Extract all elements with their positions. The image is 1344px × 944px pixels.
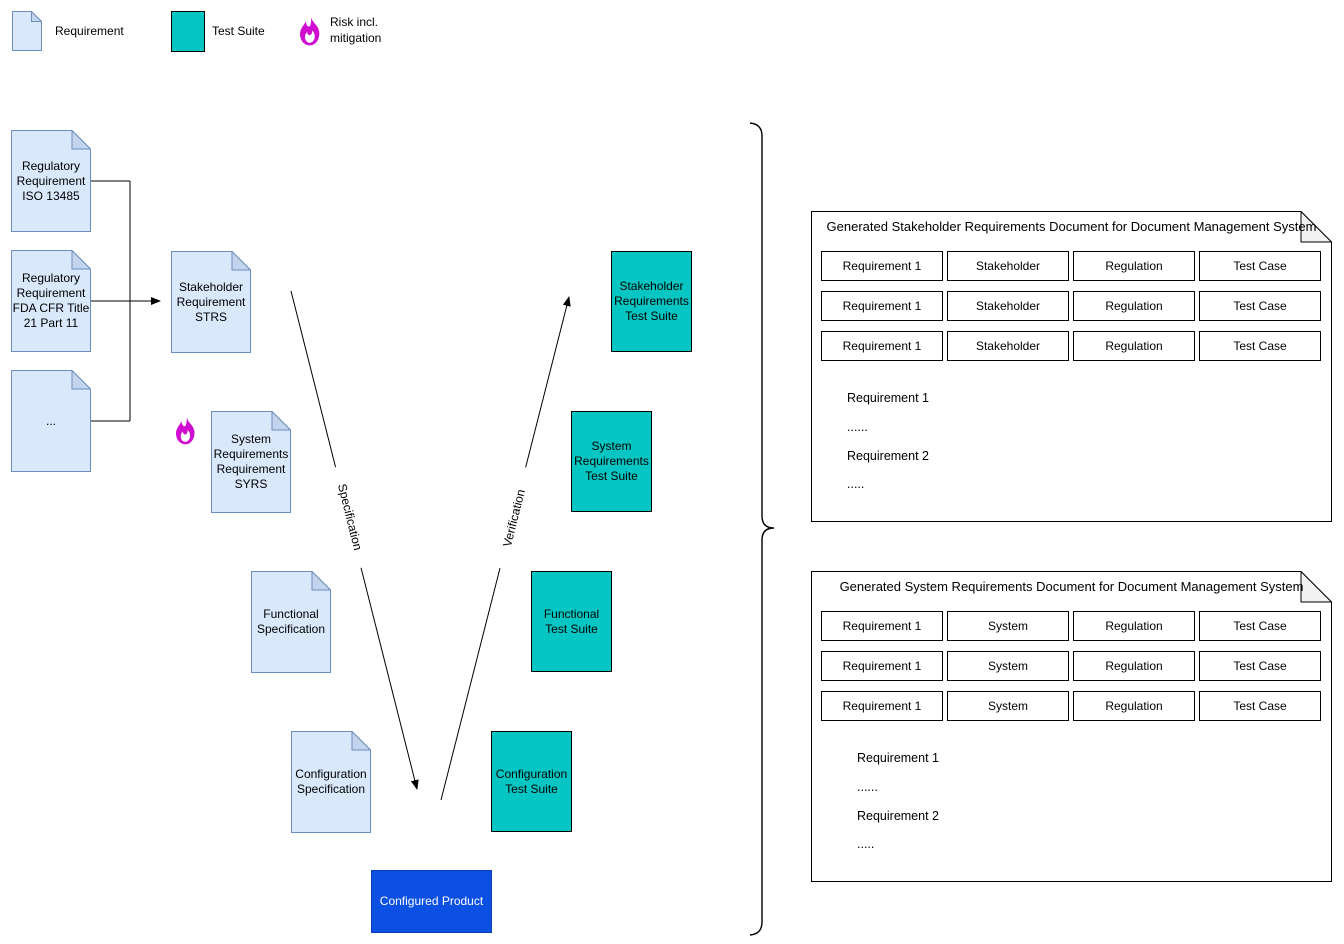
node-label: Regulatory Requirement ISO 13485	[16, 158, 86, 203]
node-regulatory-requirement-more[interactable]: ...	[11, 370, 91, 472]
legend-risk-label: Risk incl. mitigation	[330, 15, 382, 45]
panel-system-requirements-document[interactable]: Generated System Requirements Document f…	[811, 571, 1332, 882]
node-label: Configuration Test Suite	[495, 766, 568, 796]
legend-requirement-label: Requirement	[55, 24, 124, 39]
node-label: Functional Test Suite	[543, 606, 600, 636]
node-configuration-specification[interactable]: Configuration Specification	[291, 731, 371, 833]
table-cell[interactable]: System	[947, 611, 1069, 641]
node-regulatory-requirement-iso-13485[interactable]: Regulatory Requirement ISO 13485	[11, 130, 91, 232]
node-regulatory-requirement-fda[interactable]: Regulatory Requirement FDA CFR Title 21 …	[11, 250, 91, 352]
table-cell[interactable]: Test Case	[1199, 651, 1321, 681]
node-stakeholder-requirement-strs[interactable]: Stakeholder Requirement STRS	[171, 251, 251, 353]
body-line: Requirement 1	[847, 391, 929, 405]
table-cell[interactable]: Regulation	[1073, 651, 1195, 681]
node-label: System Requirements Requirement SYRS	[213, 432, 289, 491]
node-label: System Requirements Test Suite	[574, 439, 649, 483]
body-line: .....	[847, 477, 865, 491]
node-label: ...	[45, 413, 56, 428]
body-line: Requirement 2	[847, 449, 929, 463]
table-cell[interactable]: Regulation	[1073, 291, 1195, 321]
panel-stakeholder-requirements-document[interactable]: Generated Stakeholder Requirements Docum…	[811, 211, 1332, 522]
table-cell[interactable]: Requirement 1	[821, 251, 943, 281]
table-cell[interactable]: Requirement 1	[821, 691, 943, 721]
node-label: Configuration Specification	[295, 767, 367, 796]
node-stakeholder-requirements-test-suite[interactable]: Stakeholder Requirements Test Suite	[611, 251, 692, 352]
risk-flame-icon	[176, 417, 198, 445]
body-line: .....	[857, 837, 875, 851]
table-cell[interactable]: Test Case	[1199, 291, 1321, 321]
table-cell[interactable]: Stakeholder	[947, 331, 1069, 361]
table-cell[interactable]: Regulation	[1073, 251, 1195, 281]
legend-test-suite-icon	[171, 11, 205, 52]
table-cell[interactable]: System	[947, 691, 1069, 721]
curly-brace	[749, 122, 775, 936]
node-label: Stakeholder Requirement STRS	[176, 279, 246, 324]
table-cell[interactable]: Regulation	[1073, 331, 1195, 361]
table-cell[interactable]: Regulation	[1073, 611, 1195, 641]
table-cell[interactable]: Test Case	[1199, 331, 1321, 361]
node-system-requirements-test-suite[interactable]: System Requirements Test Suite	[571, 411, 652, 512]
legend-requirement-icon	[12, 11, 42, 51]
node-label: Functional Specification	[256, 607, 326, 636]
node-system-requirements-syrs[interactable]: System Requirements Requirement SYRS	[211, 411, 291, 513]
body-line: Requirement 2	[857, 809, 939, 823]
table-cell[interactable]: Regulation	[1073, 691, 1195, 721]
node-label: Regulatory Requirement FDA CFR Title 21 …	[12, 271, 90, 330]
node-functional-test-suite[interactable]: Functional Test Suite	[531, 571, 612, 672]
table-cell[interactable]: Stakeholder	[947, 291, 1069, 321]
body-line: ......	[847, 420, 868, 434]
table-cell[interactable]: Test Case	[1199, 691, 1321, 721]
table-cell[interactable]: Test Case	[1199, 611, 1321, 641]
body-line: ......	[857, 780, 878, 794]
table-cell[interactable]: Requirement 1	[821, 291, 943, 321]
legend-test-suite-label: Test Suite	[212, 24, 265, 39]
body-line: Requirement 1	[857, 751, 939, 765]
table-cell[interactable]: Stakeholder	[947, 251, 1069, 281]
node-configured-product[interactable]: Configured Product	[371, 870, 492, 933]
node-functional-specification[interactable]: Functional Specification	[251, 571, 331, 673]
table-cell[interactable]: Requirement 1	[821, 611, 943, 641]
legend-risk-flame-icon	[300, 17, 323, 46]
table-cell[interactable]: Requirement 1	[821, 651, 943, 681]
node-label: Stakeholder Requirements Test Suite	[614, 279, 689, 323]
node-label: Configured Product	[379, 894, 484, 908]
node-configuration-test-suite[interactable]: Configuration Test Suite	[491, 731, 572, 832]
table-cell[interactable]: Test Case	[1199, 251, 1321, 281]
table-cell[interactable]: Requirement 1	[821, 331, 943, 361]
panel-title: Generated Stakeholder Requirements Docum…	[826, 219, 1317, 234]
table-cell[interactable]: System	[947, 651, 1069, 681]
panel-title: Generated System Requirements Document f…	[839, 579, 1304, 594]
